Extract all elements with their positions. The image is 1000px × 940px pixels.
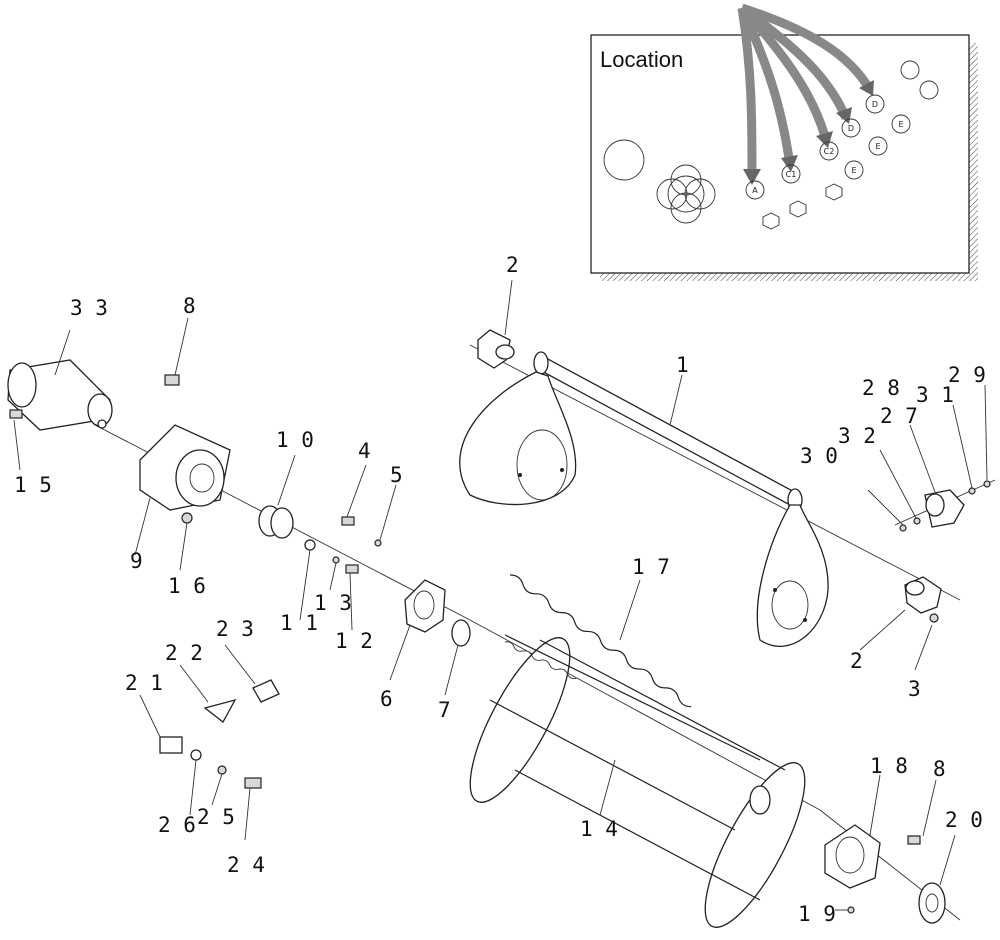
location-marker-C1: C1: [781, 164, 801, 184]
frame-tube: [534, 357, 802, 506]
svg-text:A: A: [752, 186, 758, 195]
bearing-top: [477, 329, 515, 369]
block-part-23: [252, 679, 280, 703]
callout-10: 1 0: [276, 428, 314, 452]
bearing-part-20: [918, 882, 946, 924]
location-marker-E-2: E: [868, 136, 888, 156]
wedge-part-22: [203, 698, 237, 723]
svg-text:C2: C2: [824, 147, 835, 156]
location-marker-A: A: [745, 180, 765, 200]
bolt-part-24: [244, 777, 262, 789]
callout-29: 2 9: [948, 363, 986, 387]
callout-21: 2 1: [125, 671, 163, 695]
bracket-group-27-32: [894, 479, 996, 532]
callout-28: 2 8: [862, 376, 900, 400]
callout-6: 6: [380, 687, 393, 711]
motor-mount-housing: [139, 424, 231, 524]
callout-27: 2 7: [880, 404, 918, 428]
callout-30: 3 0: [800, 444, 838, 468]
callout-12: 1 2: [335, 629, 373, 653]
bolt-part-4: [341, 516, 355, 526]
svg-text:E: E: [851, 166, 856, 175]
callout-24: 2 4: [227, 853, 265, 877]
callout-17: 1 7: [632, 555, 670, 579]
callout-16: 1 6: [168, 574, 206, 598]
location-arrows: [737, 3, 874, 185]
callout-4: 4: [358, 439, 371, 463]
location-small-cubes: [762, 183, 843, 230]
callout-2-top: 2: [506, 253, 519, 277]
location-panel-title: Location: [600, 47, 683, 72]
callout-33: 3 3: [70, 296, 108, 320]
callout-20: 2 0: [945, 808, 983, 832]
callout-15: 1 5: [14, 473, 52, 497]
callout-19: 1 9: [798, 902, 836, 926]
callout-25: 2 5: [197, 805, 235, 829]
bolt-part-12: [345, 564, 359, 574]
nut-part-3: [929, 613, 939, 623]
washer-part-25: [217, 765, 227, 775]
callout-18: 1 8: [870, 754, 908, 778]
callout-22: 2 2: [165, 641, 203, 665]
location-top-right-nodes: [900, 60, 939, 100]
washer-part-5: [374, 539, 382, 547]
svg-text:D: D: [872, 100, 878, 109]
callout-26: 2 6: [158, 813, 196, 837]
callout-11: 1 1: [280, 611, 318, 635]
callout-5: 5: [390, 463, 403, 487]
location-marker-E-3: E: [844, 160, 864, 180]
svg-text:E: E: [875, 142, 880, 151]
location-marker-D-lower: D: [841, 118, 861, 138]
callout-labels: 1 2 2 3 4 5 6 7 8 8 9 1 0 1 1 1 2 1 3 1 …: [14, 253, 986, 926]
location-large-circle: [603, 139, 645, 181]
bearing-right: [904, 576, 942, 614]
location-cluster: [656, 164, 716, 224]
callout-32: 3 2: [838, 424, 876, 448]
washer-part-11: [304, 539, 316, 551]
ring-part-7: [451, 619, 471, 647]
flange: [404, 579, 446, 633]
callout-2-right: 2: [850, 649, 863, 673]
callout-8-top: 8: [183, 294, 196, 318]
svg-text:D: D: [848, 124, 854, 133]
callout-7: 7: [438, 698, 451, 722]
washer-part-26: [190, 749, 202, 761]
callout-13: 1 3: [314, 591, 352, 615]
callout-14: 1 4: [580, 817, 618, 841]
location-panel-frame: [590, 34, 970, 274]
callout-3: 3: [908, 677, 921, 701]
location-marker-C2: C2: [819, 141, 839, 161]
end-housing: [819, 809, 961, 921]
callout-8-bottom: 8: [933, 757, 946, 781]
frame-left-plate: [459, 371, 577, 506]
leader-lines: [13, 279, 988, 911]
reel-drum: [469, 619, 821, 928]
location-marker-E-1: E: [891, 114, 911, 134]
frame-assembly: [459, 344, 961, 647]
auger-flight: [509, 574, 692, 708]
frame-right-plate: [756, 504, 829, 647]
location-marker-D-upper: D: [865, 94, 885, 114]
location-panel: Location A: [590, 3, 978, 281]
callout-31: 3 1: [916, 383, 954, 407]
block-part-21: [159, 736, 183, 754]
callout-9: 9: [130, 549, 143, 573]
callout-23: 2 3: [216, 617, 254, 641]
bolt-part-8-top: [164, 374, 180, 386]
washer-part-13: [332, 556, 340, 564]
svg-text:E: E: [898, 120, 903, 129]
svg-text:C1: C1: [786, 170, 797, 179]
callout-1: 1: [676, 353, 689, 377]
